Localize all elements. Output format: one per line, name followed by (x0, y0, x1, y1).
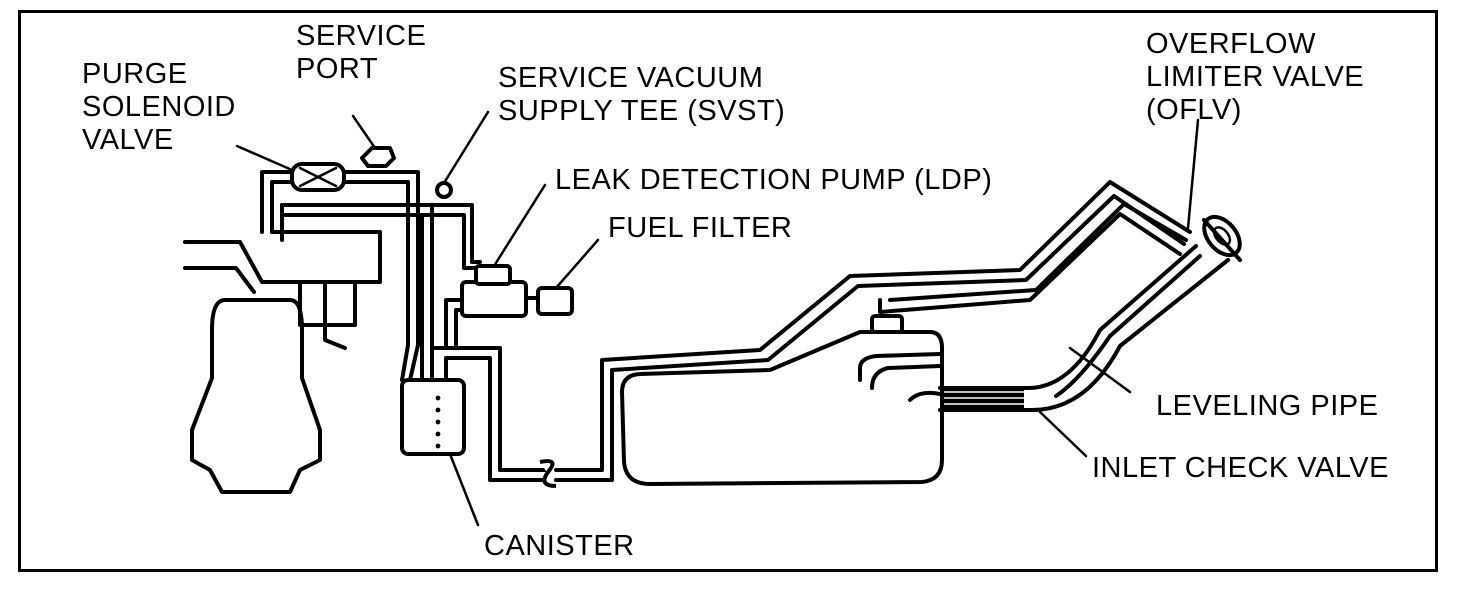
fuel-filter-label: FUEL FILTER (608, 212, 792, 245)
inlet-check-valve-label-text: INLET CHECK VALVE (1092, 452, 1389, 484)
purge-hoses (260, 170, 432, 382)
service-port-label-line2: PORT (296, 53, 379, 85)
oflv-label-line3: (OFLV) (1146, 94, 1242, 126)
oflv-label-line1: OVERFLOW (1146, 28, 1316, 60)
leader-lines (1038, 118, 1200, 458)
svst-label-line1: SERVICE VACUUM (498, 62, 764, 94)
filler-neck (908, 214, 1242, 412)
svst-label-line2: SUPPLY TEE (SVST) (498, 95, 786, 127)
fuel-filter-body (524, 238, 600, 316)
canister-label-text: CANISTER (484, 530, 635, 562)
svst-label: SERVICE VACUUM SUPPLY TEE (SVST) (498, 62, 785, 128)
leveling-pipe-label-text: LEVELING PIPE (1156, 390, 1379, 422)
canister-body (400, 346, 550, 527)
purge-solenoid-valve-label: PURGE SOLENOID VALVE (82, 58, 236, 157)
purge-solenoid-label-line3: VALVE (82, 124, 174, 156)
svst-body (420, 110, 490, 382)
purge-solenoid-label-line1: PURGE (82, 58, 188, 90)
ldp-label: LEAK DETECTION PUMP (LDP) (555, 164, 992, 197)
ldp-label-text: LEAK DETECTION PUMP (LDP) (555, 164, 993, 196)
leveling-pipe-label: LEVELING PIPE (1156, 390, 1379, 423)
oflv-label: OVERFLOW LIMITER VALVE (OFLV) (1146, 28, 1364, 127)
service-port-body (351, 114, 396, 168)
oflv-label-line2: LIMITER VALVE (1146, 61, 1365, 93)
service-port-label-line1: SERVICE (296, 20, 427, 52)
ldp-body (444, 183, 547, 350)
engine-block (190, 298, 322, 494)
purge-solenoid-label-line2: SOLENOID (82, 91, 236, 123)
fuel-filter-label-text: FUEL FILTER (608, 212, 793, 244)
inlet-check-valve-label: INLET CHECK VALVE (1092, 452, 1389, 485)
service-port-label: SERVICE PORT (296, 20, 426, 86)
purge-solenoid-valve-body (235, 144, 346, 192)
diagram-frame (18, 10, 1438, 572)
vapor-lines (539, 180, 1192, 488)
fuel-tank-body (620, 314, 944, 486)
canister-label: CANISTER (484, 530, 635, 563)
